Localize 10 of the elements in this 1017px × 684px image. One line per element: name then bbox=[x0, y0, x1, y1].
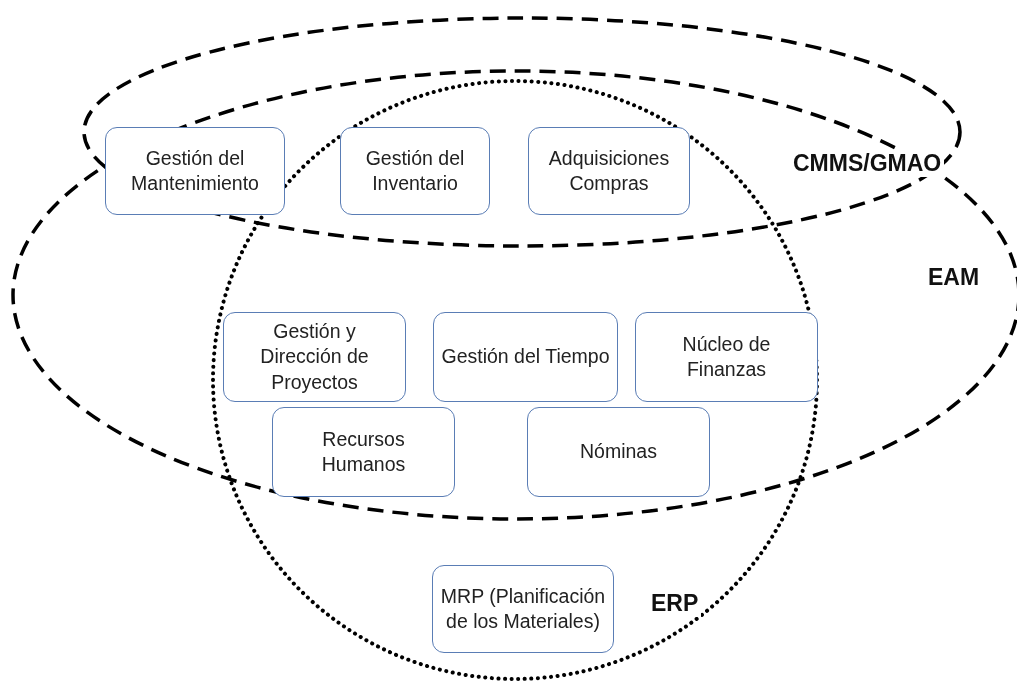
module-box: MRP (Planificación de los Materiales) bbox=[432, 565, 614, 653]
module-box: Núcleo de Finanzas bbox=[635, 312, 818, 402]
module-box: Recursos Humanos bbox=[272, 407, 455, 497]
module-box: Gestión del Tiempo bbox=[433, 312, 618, 402]
module-box: Gestión del Mantenimiento bbox=[105, 127, 285, 215]
set-label: CMMS/GMAO bbox=[790, 150, 945, 177]
module-box: Gestión y Dirección de Proyectos bbox=[223, 312, 406, 402]
module-box: Gestión del Inventario bbox=[340, 127, 490, 215]
module-box: Nóminas bbox=[527, 407, 710, 497]
module-box: Adquisiciones Compras bbox=[528, 127, 690, 215]
